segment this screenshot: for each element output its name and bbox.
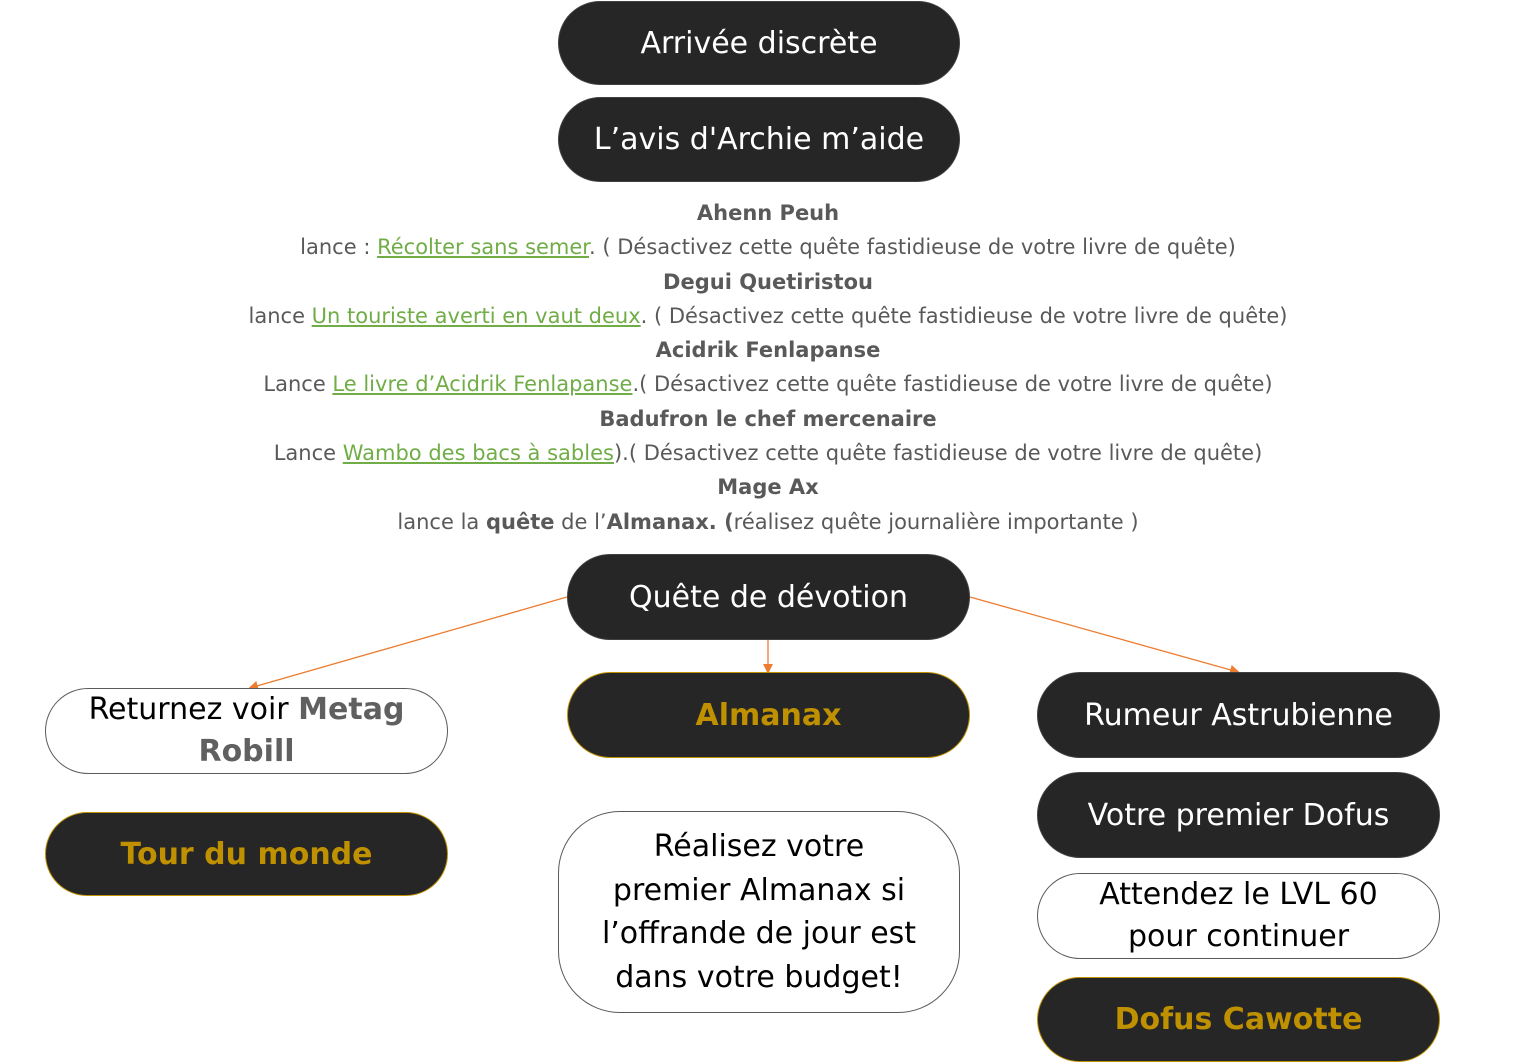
quest-line-almanax: lance la quête de l’Almanax. (réalisez q…: [0, 505, 1536, 539]
npc-name: Metag: [298, 692, 405, 727]
text-line: pour continuer: [1127, 919, 1350, 954]
text: lance la: [397, 509, 486, 534]
node-returnez-metag: Returnez voir Metag Robill: [45, 688, 448, 774]
node-label: Attendez le LVL 60 pour continuer: [1099, 874, 1377, 958]
node-attendez-lvl: Attendez le LVL 60 pour continuer: [1037, 873, 1440, 959]
node-dofus-cawotte: Dofus Cawotte: [1037, 977, 1440, 1062]
npc-name: Ahenn Peuh: [696, 201, 840, 225]
text-line: Réalisez votre: [653, 829, 865, 864]
quest-suffix: ).( Désactivez cette quête fastidieuse d…: [613, 441, 1263, 466]
quest-prefix: lance :: [300, 235, 378, 260]
text-line: premier Almanax si: [612, 872, 906, 908]
node-label: Arrivée discrète: [640, 25, 878, 61]
quest-link-wambo[interactable]: Wambo des bacs à sables: [342, 441, 614, 466]
npc-name: Mage Ax: [717, 475, 819, 500]
node-label: Returnez voir Metag Robill: [89, 689, 405, 773]
node-votre-premier-dofus: Votre premier Dofus: [1037, 772, 1440, 858]
text-bold: Almanax. (: [606, 509, 734, 534]
node-label: Votre premier Dofus: [1087, 797, 1390, 833]
node-tour-du-monde: Tour du monde: [45, 812, 448, 896]
quest-link-recolter[interactable]: Récolter sans semer: [377, 235, 590, 260]
quest-suffix: . ( Désactivez cette quête fastidieuse d…: [589, 235, 1236, 260]
node-label: Tour du monde: [120, 836, 373, 872]
arrow-to-rumeur: [969, 596, 1240, 675]
text-bold: quête: [485, 509, 555, 534]
node-label: L’avis d'Archie m’aide: [593, 122, 925, 157]
node-almanax-note: Réalisez votre premier Almanax si l’offr…: [558, 811, 960, 1013]
text: de l’: [554, 509, 607, 534]
text-line: Attendez le LVL 60: [1099, 877, 1378, 912]
quest-line: lance : Récolter sans semer. ( Désactive…: [0, 230, 1536, 264]
quest-link-touriste[interactable]: Un touriste averti en vaut deux: [311, 303, 641, 328]
quest-link-livre-acidrik[interactable]: Le livre d’Acidrik Fenlapanse: [332, 372, 633, 397]
npc-name: Badufron le chef mercenaire: [599, 406, 937, 431]
text: réalisez quête journalière importante ): [733, 509, 1139, 534]
quest-suffix: . ( Désactivez cette quête fastidieuse d…: [640, 303, 1288, 328]
quest-line: Lance Wambo des bacs à sables).( Désacti…: [0, 436, 1536, 470]
node-label: Réalisez votre premier Almanax si l’offr…: [602, 825, 916, 999]
quest-line: Lance Le livre d’Acidrik Fenlapanse.( Dé…: [0, 367, 1536, 401]
npc-name: Degui Quetiristou: [663, 269, 873, 294]
node-label: Dofus Cawotte: [1114, 1002, 1363, 1037]
text-line: l’offrande de jour est: [601, 916, 917, 951]
node-quete-devotion: Quête de dévotion: [567, 554, 970, 640]
npc-name: Robill: [198, 734, 295, 769]
node-label: Rumeur Astrubienne: [1084, 697, 1393, 733]
npc-name: Acidrik Fenlapanse: [655, 338, 881, 363]
quest-suffix: .( Désactivez cette quête fastidieuse de…: [632, 372, 1273, 397]
quest-prefix: lance: [248, 303, 312, 328]
node-label: Almanax: [695, 697, 842, 733]
quest-info-text: Ahenn Peuh lance : Récolter sans semer. …: [0, 196, 1536, 539]
node-rumeur-astrubienne: Rumeur Astrubienne: [1037, 672, 1440, 758]
node-avis-archie: L’avis d'Archie m’aide: [558, 97, 960, 182]
text: Returnez voir: [88, 692, 299, 727]
node-almanax: Almanax: [567, 672, 970, 758]
text-line: dans votre budget!: [615, 959, 903, 995]
arrow-to-metag: [248, 596, 568, 691]
quest-prefix: Lance: [263, 372, 333, 397]
quest-prefix: Lance: [273, 441, 343, 466]
node-arrivee-discrete: Arrivée discrète: [558, 1, 960, 85]
quest-line: lance Un touriste averti en vaut deux. (…: [0, 299, 1536, 333]
node-label: Quête de dévotion: [629, 579, 908, 615]
